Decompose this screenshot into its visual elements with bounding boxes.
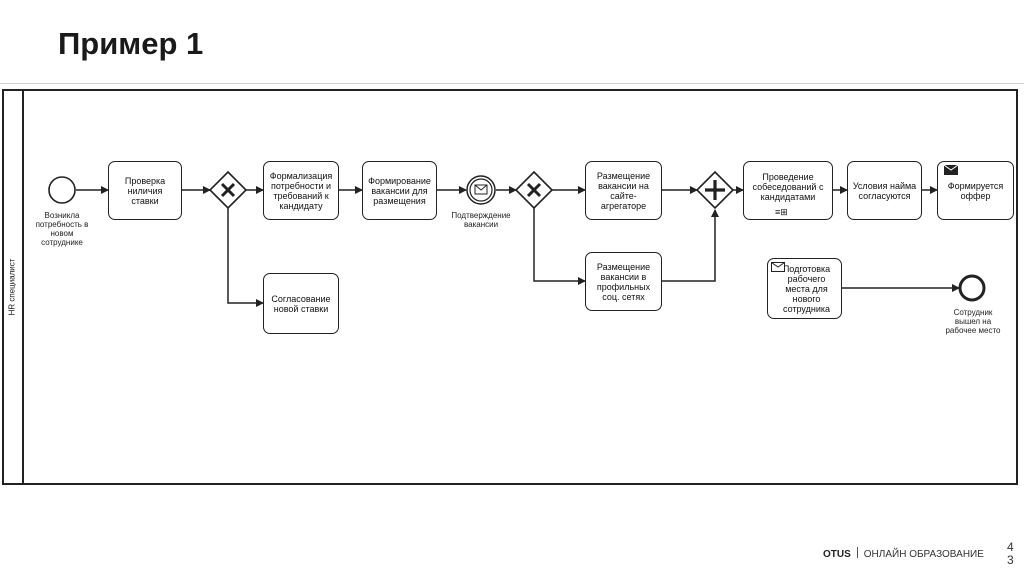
page-number: 4 3	[1007, 541, 1014, 567]
task-formalize[interactable]: Формализация потребности и требований к …	[263, 161, 339, 220]
intermediate-message-event	[466, 175, 496, 205]
flow-gw2-to-social	[533, 208, 586, 285]
logo-divider	[856, 547, 858, 558]
task-agree-rate[interactable]: Согласование новой ставки	[263, 273, 339, 334]
envelope-filled-icon	[944, 165, 958, 175]
intermediate-event-label: Подтверждение вакансии	[451, 211, 511, 229]
subprocess-marker-icon: ≡⊞	[775, 207, 788, 217]
exclusive-gateway-2	[514, 170, 554, 210]
start-event	[48, 176, 76, 204]
envelope-outline-icon	[771, 262, 785, 272]
header-divider	[0, 83, 1024, 84]
lane-header-divider	[22, 89, 24, 485]
brand-name: OTUS	[823, 549, 851, 560]
brand-tagline: ОНЛАЙН ОБРАЗОВАНИЕ	[863, 549, 984, 560]
page-number-line-2: 3	[1007, 553, 1014, 567]
otus-logo: OTUS ОНЛАЙН ОБРАЗОВАНИЕ	[823, 547, 984, 560]
start-event-label: Возникла потребность в новом сотруднике	[35, 211, 89, 247]
task-interviews-label: Проведение собеседований с кандидатами	[752, 171, 824, 202]
end-event	[958, 274, 986, 302]
bpmn-pool	[2, 89, 1018, 485]
task-interviews[interactable]: Проведение собеседований с кандидатами	[743, 161, 833, 220]
page-number-line-1: 4	[1007, 540, 1014, 554]
task-check-rate[interactable]: Проверка ниличия ставки	[108, 161, 182, 220]
task-form-vacancy[interactable]: Формирование вакансии для размещения	[362, 161, 437, 220]
flow-social-to-gw3	[662, 209, 719, 282]
exclusive-gateway-1	[208, 170, 248, 210]
parallel-gateway	[695, 170, 735, 210]
sequence-flows	[76, 186, 960, 307]
task-post-aggregator[interactable]: Размещение вакансии на сайте-агрегаторе	[585, 161, 662, 220]
task-terms-agreed[interactable]: Условия найма согласуются	[847, 161, 922, 220]
slide-title: Пример 1	[58, 26, 204, 61]
task-offer[interactable]: Формируется оффер	[937, 161, 1014, 220]
flow-gw1-to-agree	[227, 208, 264, 307]
end-event-label: Сотрудник вышел на рабочее место	[945, 308, 1001, 335]
task-post-social[interactable]: Размещение вакансии в профильных соц. се…	[585, 252, 662, 311]
